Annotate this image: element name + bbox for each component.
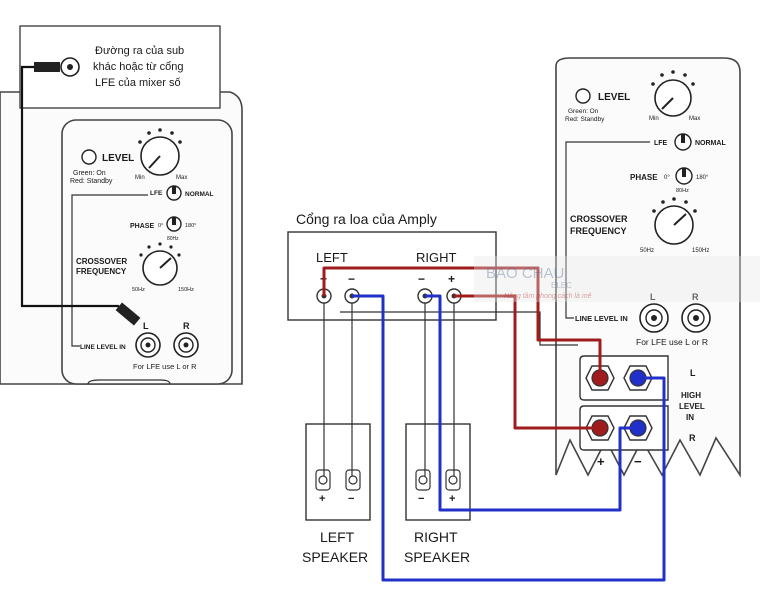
line-level-in-label: LINE LEVEL IN xyxy=(575,314,628,323)
phase-label: PHASE xyxy=(130,223,154,230)
sub-output-note-3: LFE của mixer số xyxy=(95,77,181,89)
status-red-text: Red: Standby xyxy=(565,116,605,123)
crossover-min-text: 50Hz xyxy=(132,287,145,293)
left-speaker-minus: − xyxy=(348,493,354,505)
sub-output-note-1: Đường ra của sub xyxy=(95,45,184,57)
normal-label: NORMAL xyxy=(185,191,214,198)
level-knob[interactable] xyxy=(651,70,695,117)
level-max-text: Max xyxy=(689,116,700,122)
high-level-r-label: R xyxy=(689,433,696,443)
jack-l-label: L xyxy=(143,321,149,331)
high-label: HIGH xyxy=(681,391,701,400)
amplifier-output: Cổng ra loa của Amply LEFT RIGHT + − − + xyxy=(287,211,497,321)
jack-r-label: R xyxy=(692,292,699,302)
level-label: LEVEL xyxy=(102,153,134,164)
crossover-max-text: 150Hz xyxy=(692,248,709,254)
left-speaker-label-2: SPEAKER xyxy=(302,549,368,565)
power-led-icon xyxy=(81,149,97,165)
crossover-label-2: FREQUENCY xyxy=(76,267,127,276)
crossover-knob[interactable] xyxy=(139,242,181,286)
level-max-text: Max xyxy=(176,175,187,181)
level-min-text: Min xyxy=(649,116,659,122)
speaker-wires xyxy=(323,303,578,476)
rca-jack-l-icon[interactable] xyxy=(135,332,161,358)
right-speaker-label-2: SPEAKER xyxy=(404,549,470,565)
crossover-label-1: CROSSOVER xyxy=(570,214,628,224)
phase-0-text: 0° xyxy=(158,223,163,229)
jack-l-label: L xyxy=(650,292,656,302)
terminal-plus-label: + xyxy=(597,454,605,469)
watermark: BAO CHAU ELEC Nâng tầm phong cách là mê xyxy=(474,256,760,302)
amp-left-label: LEFT xyxy=(316,250,348,265)
level-sub-label: LEVEL xyxy=(679,402,705,411)
amp-right-plus: + xyxy=(448,272,455,286)
rca-jack-r-icon[interactable] xyxy=(681,303,711,333)
left-speaker-plus: + xyxy=(319,493,325,505)
amp-right-minus: − xyxy=(418,272,425,286)
line-level-in-label: LINE LEVEL IN xyxy=(80,344,126,351)
level-knob[interactable] xyxy=(138,128,182,176)
phase-label: PHASE xyxy=(630,173,658,182)
lfe-label: LFE xyxy=(150,190,163,197)
sub-output-source: Đường ra của sub khác hoặc từ cổng LFE c… xyxy=(19,25,221,326)
right-speaker-label-1: RIGHT xyxy=(414,529,458,545)
rca-jack-r-icon[interactable] xyxy=(173,332,199,358)
level-label: LEVEL xyxy=(598,92,630,103)
left-speaker-label-1: LEFT xyxy=(320,529,355,545)
right-speaker-minus: − xyxy=(418,493,424,505)
crossover-max-text: 150Hz xyxy=(178,287,194,293)
lfe-switch[interactable] xyxy=(674,133,692,151)
high-level-l-label: L xyxy=(690,368,696,378)
level-min-text: Min xyxy=(135,175,145,181)
amp-left-minus: − xyxy=(348,272,355,286)
positive-wire-left xyxy=(322,266,602,378)
crossover-label-1: CROSSOVER xyxy=(76,257,127,266)
amp-right-label: RIGHT xyxy=(416,250,457,265)
sub-output-note-2: khác hoặc từ cổng xyxy=(93,61,184,73)
left-speaker: + − LEFT SPEAKER xyxy=(302,423,371,565)
crossover-min-text: 50Hz xyxy=(640,248,654,254)
phase-mid-text: 80Hz xyxy=(167,236,179,242)
negative-wire-left xyxy=(352,294,666,582)
crossover-knob[interactable] xyxy=(652,197,697,245)
phase-switch[interactable] xyxy=(166,216,182,232)
lfe-label: LFE xyxy=(654,140,668,147)
power-led-icon xyxy=(575,88,591,104)
lfe-note-text: For LFE use L or R xyxy=(133,362,197,371)
positive-wire-right xyxy=(454,294,600,430)
in-label: IN xyxy=(686,413,694,422)
status-red-text: Red: Standby xyxy=(70,178,113,185)
status-green-text: Green: On xyxy=(568,108,599,115)
left-subwoofer-panel: LEVEL Green: On Red: Standby Min Max LFE… xyxy=(0,91,243,385)
amp-output-title: Cổng ra loa của Amply xyxy=(296,211,437,227)
terminal-minus-label: − xyxy=(634,454,642,469)
lfe-switch[interactable] xyxy=(166,185,182,201)
rca-jack-l-icon[interactable] xyxy=(639,303,669,333)
status-green-text: Green: On xyxy=(73,170,106,177)
watermark-brand: BAO CHAU xyxy=(486,265,564,282)
phase-switch[interactable] xyxy=(675,167,693,185)
negative-wire-right xyxy=(425,294,638,512)
watermark-slogan: Nâng tầm phong cách là mê xyxy=(504,291,592,300)
right-speaker-plus: + xyxy=(449,493,455,505)
normal-label: NORMAL xyxy=(695,140,726,147)
jack-r-label: R xyxy=(183,321,190,331)
phase-mid-text: 80Hz xyxy=(676,188,689,194)
phase-0-text: 0° xyxy=(664,175,670,181)
crossover-label-2: FREQUENCY xyxy=(570,226,627,236)
phase-180-text: 180° xyxy=(185,223,196,229)
phase-180-text: 180° xyxy=(696,175,709,181)
rca-plug-icon xyxy=(34,62,60,72)
watermark-sub: ELEC xyxy=(551,281,572,290)
lfe-note-text: For LFE use L or R xyxy=(636,337,708,347)
right-speaker: − + RIGHT SPEAKER xyxy=(404,423,471,565)
